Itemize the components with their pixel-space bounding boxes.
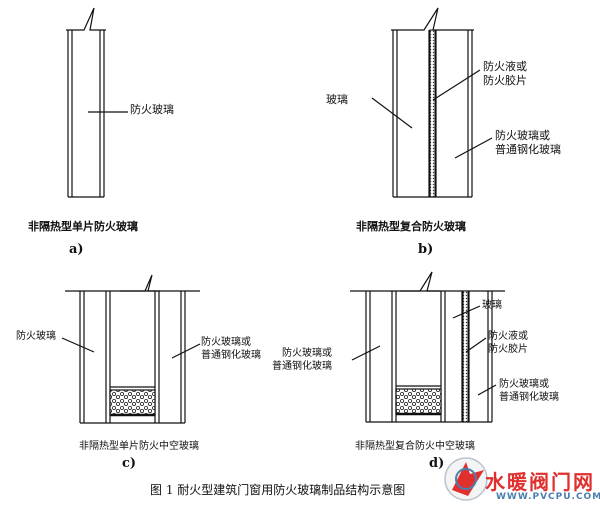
break-mark: [120, 274, 160, 292]
label-interlayer-line2: 防火胶片: [483, 74, 527, 87]
panel-d-drawing: [350, 271, 505, 423]
label-left-line1: 防火玻璃或: [282, 348, 332, 359]
label-left: 防火玻璃: [16, 331, 56, 342]
leader-line: [61, 337, 95, 353]
fire-interlayer: [429, 29, 436, 198]
watermark-name: 水暖阀门网: [485, 470, 595, 494]
panel-c-drawing: [61, 274, 201, 424]
leader-line: [477, 384, 497, 396]
desiccant-spacer: [395, 388, 442, 415]
label-glass: 玻璃: [326, 93, 348, 106]
label-right-line1: 防火玻璃或: [201, 337, 251, 348]
label-glass: 玻璃: [482, 300, 502, 311]
panel-a-caption: 非隔热型单片防火玻璃: [28, 220, 138, 233]
watermark-url: WWW.PVCPU.COM: [496, 492, 600, 502]
watermark-logo: [444, 457, 488, 501]
label-left-line2: 普通钢化玻璃: [272, 361, 332, 372]
leader-line: [351, 345, 381, 361]
label-right-line1: 防火玻璃或: [499, 379, 549, 390]
label-interlayer-line2: 防火胶片: [488, 344, 528, 355]
label-right-line2: 普通钢化玻璃: [495, 143, 561, 156]
panel-b-drawing: [371, 7, 493, 198]
label-interlayer-line1: 防火液或: [483, 60, 527, 73]
panel-b-sublabel: b): [418, 242, 434, 257]
label-right-line2: 普通钢化玻璃: [201, 350, 261, 361]
fire-interlayer: [462, 290, 469, 423]
label-right-line1: 防火玻璃或: [495, 129, 550, 142]
label-right-line2: 普通钢化玻璃: [499, 392, 559, 403]
panel-d-caption: 非隔热型复合防火中空玻璃: [355, 441, 475, 452]
leader-line: [171, 343, 201, 359]
panel-a-sublabel: a): [69, 242, 84, 257]
leader-line: [371, 97, 413, 129]
break-mark: [400, 271, 440, 292]
panel-d-sublabel: d): [429, 456, 445, 471]
break-mark: [391, 7, 474, 31]
desiccant-spacer: [109, 389, 156, 416]
break-mark: [66, 7, 106, 31]
figure-caption: 图 1 耐火型建筑门窗用防火玻璃制品结构示意图: [150, 483, 406, 497]
panel-c-caption: 非隔热型单片防火中空玻璃: [79, 441, 199, 452]
panel-a-drawing: [66, 7, 128, 198]
panel-c-sublabel: c): [122, 456, 137, 471]
leader-line: [432, 69, 481, 101]
leader-line: [452, 305, 481, 319]
label-interlayer-line1: 防火液或: [488, 331, 528, 342]
leader-line: [454, 137, 493, 159]
label-fire-glass: 防火玻璃: [130, 103, 174, 116]
panel-b-caption: 非隔热型复合防火玻璃: [356, 220, 466, 233]
leader-line: [465, 337, 487, 353]
